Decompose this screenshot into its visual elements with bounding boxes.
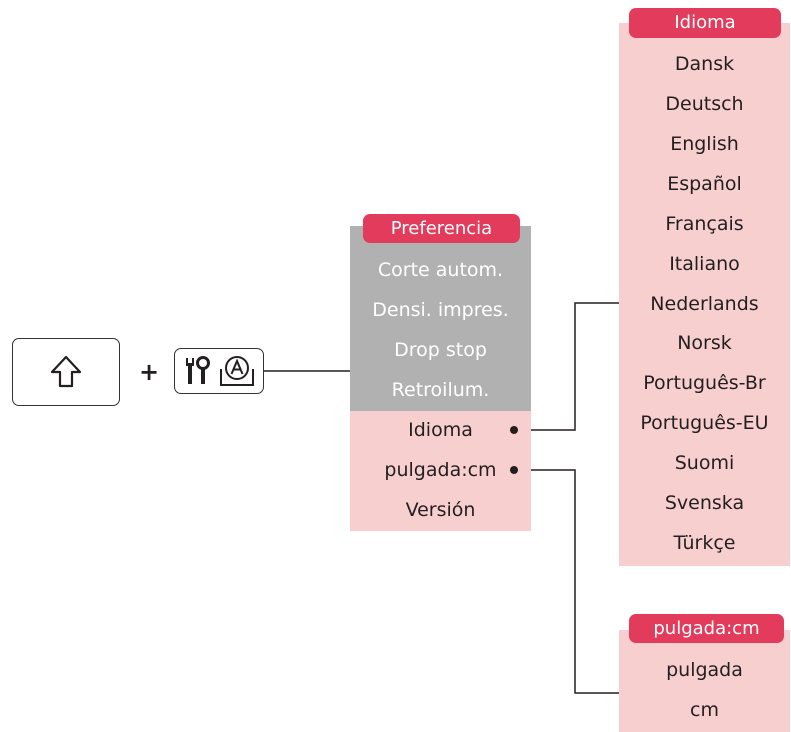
pulgada-cm-panel: pulgada cm (619, 630, 790, 732)
unit-item-cm[interactable]: cm (690, 699, 719, 721)
language-item-dansk[interactable]: Dansk (674, 53, 735, 75)
language-item-nederlands[interactable]: Nederlands (650, 293, 759, 315)
language-item-francais[interactable]: Français (665, 213, 744, 235)
language-item-english[interactable]: English (670, 133, 739, 155)
language-item-svenska[interactable]: Svenska (664, 492, 745, 514)
menu-item-pulgada-cm[interactable]: pulgada:cm (384, 459, 497, 481)
plus-sign: + (139, 358, 160, 386)
shift-arrow-icon (50, 355, 82, 388)
language-item-portugues-br[interactable]: Português-Br (643, 372, 766, 394)
circled-a-icon (220, 356, 254, 386)
menu-item-idioma[interactable]: Idioma (408, 419, 473, 441)
preferencia-pink-panel: Idioma pulgada:cm Versión (350, 411, 531, 531)
language-item-norsk[interactable]: Norsk (677, 332, 732, 354)
idioma-connector-line (513, 302, 619, 431)
settings-key[interactable] (174, 348, 264, 394)
language-item-turkce[interactable]: Türkçe (673, 532, 736, 554)
pulgada-connector-line (513, 469, 619, 694)
menu-item-corte-autom[interactable]: Corte autom. (377, 259, 504, 281)
pulgada-cm-header: pulgada:cm (629, 614, 784, 643)
language-item-suomi[interactable]: Suomi (674, 452, 735, 474)
unit-item-pulgada[interactable]: pulgada (666, 659, 743, 681)
idioma-header: Idioma (629, 8, 781, 38)
menu-item-version[interactable]: Versión (405, 499, 476, 521)
preferencia-gray-panel: Corte autom. Densi. impres. Drop stop Re… (350, 226, 531, 411)
idioma-connector-dot (510, 426, 518, 434)
pulgada-connector-dot (510, 466, 518, 474)
menu-item-drop-stop[interactable]: Drop stop (394, 339, 487, 361)
menu-item-retroilum[interactable]: Retroilum. (391, 379, 490, 401)
menu-item-densi-impres[interactable]: Densi. impres. (372, 299, 509, 321)
preferencia-header: Preferencia (363, 214, 520, 243)
language-item-portugues-eu[interactable]: Português-EU (640, 412, 769, 434)
tools-icon (186, 356, 210, 384)
language-item-espanol[interactable]: Español (667, 173, 742, 195)
language-item-italiano[interactable]: Italiano (669, 253, 740, 275)
idioma-panel: Dansk Deutsch English Español Français I… (619, 23, 790, 566)
language-item-deutsch[interactable]: Deutsch (665, 93, 744, 115)
shift-key[interactable] (12, 338, 120, 406)
